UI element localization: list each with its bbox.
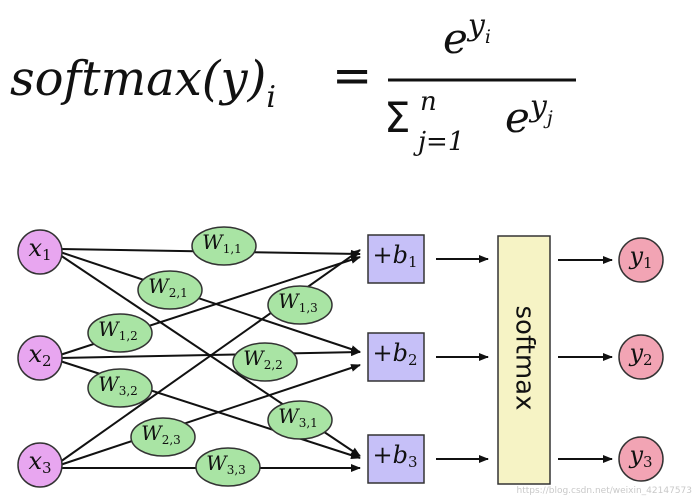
output-node-y2 bbox=[618, 334, 664, 380]
weight-label-5-subscript: 2,2 bbox=[264, 358, 283, 372]
bias-box-b2 bbox=[367, 332, 425, 382]
numerator-exponent-subscript: i bbox=[485, 26, 491, 48]
output-label-y3-subscript: 3 bbox=[643, 453, 653, 471]
weight-label-4-subscript: 1,2 bbox=[119, 329, 138, 343]
numerator-base: e bbox=[443, 14, 468, 63]
output-label-y2-subscript: 2 bbox=[643, 351, 653, 369]
weight-node-9 bbox=[195, 447, 261, 487]
weight-label-6-subscript: 3,2 bbox=[119, 384, 138, 398]
input-node-x3 bbox=[17, 442, 63, 488]
connection-x3-b1 bbox=[59, 249, 361, 463]
softmax-formula: softmax(y)i = eyi Σ n j=1 eyj bbox=[10, 8, 576, 157]
weight-label-4: W1,2 bbox=[98, 317, 138, 343]
bias-label-b2-subscript: 2 bbox=[408, 351, 418, 369]
bias-label-b3-base: +b bbox=[372, 441, 407, 469]
input-label-x1: x1 bbox=[28, 234, 51, 265]
input-node-x1 bbox=[17, 229, 63, 275]
weight-label-7: W3,1 bbox=[278, 404, 318, 430]
bias-box-b3 bbox=[367, 434, 425, 484]
weight-label-9-base: W bbox=[206, 451, 228, 475]
input-node-x2 bbox=[17, 335, 63, 381]
weight-node-4 bbox=[87, 313, 153, 353]
weight-node-8 bbox=[130, 417, 196, 457]
bias-label-b3-subscript: 3 bbox=[408, 453, 418, 471]
denominator-sigma: Σ bbox=[384, 93, 411, 142]
bias-label-b1-base: +b bbox=[372, 241, 407, 269]
output-label-y3-base: y bbox=[628, 441, 643, 469]
input-label-x3-base: x bbox=[28, 447, 42, 475]
weight-node-3 bbox=[267, 285, 333, 325]
weight-node-2 bbox=[137, 270, 203, 310]
softmax-box bbox=[497, 235, 551, 485]
weight-label-3-subscript: 1,3 bbox=[299, 301, 318, 315]
weight-label-1: W1,1 bbox=[202, 230, 242, 256]
weight-node-1 bbox=[191, 226, 257, 266]
weight-label-1-base: W bbox=[202, 230, 224, 254]
input-label-x2-subscript: 2 bbox=[42, 352, 52, 370]
denominator-exponent: y bbox=[528, 89, 548, 124]
input-label-x1-base: x bbox=[28, 234, 42, 262]
bias-label-b3: +b3 bbox=[372, 441, 417, 472]
weight-label-6: W3,2 bbox=[98, 372, 138, 398]
denominator-exponent-subscript: j bbox=[543, 107, 553, 129]
watermark: https://blog.csdn.net/weixin_42147573 bbox=[516, 486, 692, 496]
numerator-exponent: y bbox=[466, 8, 486, 43]
connection-x1-b2 bbox=[59, 251, 361, 353]
formula-lhs-subscript: i bbox=[266, 80, 276, 115]
weight-label-5-base: W bbox=[243, 346, 265, 370]
weight-label-7-base: W bbox=[278, 404, 300, 428]
weight-label-8-subscript: 2,3 bbox=[162, 433, 181, 447]
weight-label-7-subscript: 3,1 bbox=[299, 416, 318, 430]
formula-equals: = bbox=[332, 48, 372, 104]
input-label-x3: x3 bbox=[28, 447, 51, 478]
input-label-x2-base: x bbox=[28, 340, 42, 368]
softmax-label: softmax bbox=[510, 306, 540, 411]
svg-text:softmax(y)i: softmax(y)i bbox=[10, 51, 276, 115]
input-label-x3-subscript: 3 bbox=[42, 459, 52, 477]
svg-text:eyj: eyj bbox=[505, 89, 553, 142]
weight-label-3-base: W bbox=[278, 289, 300, 313]
input-label-x2: x2 bbox=[28, 340, 51, 371]
denominator-upper: n bbox=[420, 87, 437, 117]
weight-label-9: W3,3 bbox=[206, 451, 246, 477]
weight-label-2-subscript: 2,1 bbox=[169, 286, 188, 300]
weight-label-8: W2,3 bbox=[141, 421, 181, 447]
formula-lhs: softmax(y) bbox=[10, 51, 266, 107]
output-label-y1-base: y bbox=[628, 242, 643, 270]
denominator-base: e bbox=[505, 93, 530, 142]
output-label-y2: y2 bbox=[628, 339, 652, 370]
weight-label-4-base: W bbox=[98, 317, 120, 341]
weight-node-5 bbox=[232, 342, 298, 382]
bias-label-b1: +b1 bbox=[372, 241, 417, 272]
bias-label-b2: +b2 bbox=[372, 339, 417, 370]
weight-label-2: W2,1 bbox=[148, 274, 188, 300]
connection-x3-b2 bbox=[59, 364, 361, 466]
denominator-lower: j=1 bbox=[413, 127, 464, 157]
weight-label-1-subscript: 1,1 bbox=[223, 242, 242, 256]
bias-box-b1 bbox=[367, 234, 425, 284]
output-label-y2-base: y bbox=[628, 339, 643, 367]
output-label-y1-subscript: 1 bbox=[643, 254, 653, 272]
output-label-y1: y1 bbox=[628, 242, 652, 273]
weight-node-6 bbox=[87, 368, 153, 408]
output-node-y1 bbox=[618, 237, 664, 283]
weight-label-9-subscript: 3,3 bbox=[227, 463, 246, 477]
weight-node-7 bbox=[267, 400, 333, 440]
output-node-y3 bbox=[618, 436, 664, 482]
input-label-x1-subscript: 1 bbox=[42, 246, 52, 264]
weight-label-5: W2,2 bbox=[243, 346, 283, 372]
weight-label-6-base: W bbox=[98, 372, 120, 396]
weight-label-2-base: W bbox=[148, 274, 170, 298]
svg-text:eyi: eyi bbox=[443, 8, 491, 63]
weight-label-3: W1,3 bbox=[278, 289, 318, 315]
bias-label-b1-subscript: 1 bbox=[408, 253, 418, 271]
output-label-y3: y3 bbox=[628, 441, 652, 472]
bias-label-b2-base: +b bbox=[372, 339, 407, 367]
weight-label-8-base: W bbox=[141, 421, 163, 445]
